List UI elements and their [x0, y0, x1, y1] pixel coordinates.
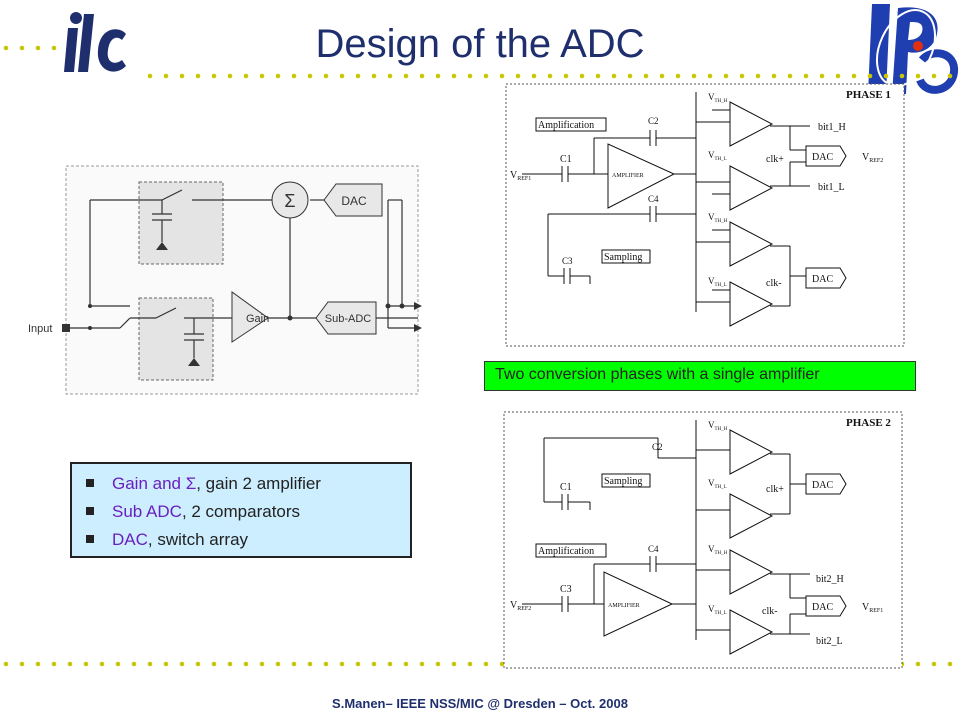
phase1-sampling-tag	[601, 249, 651, 264]
phase1-c3-label: C3	[562, 256, 573, 266]
sampling-cap-block-top	[138, 181, 224, 265]
sampling-cap-block-bottom	[138, 297, 214, 381]
component-summary-box: Gain and Σ, gain 2 amplifier Sub ADC, 2 …	[70, 462, 412, 558]
phase1-amplification-label: Amplification	[538, 120, 594, 131]
sum-node	[271, 181, 309, 219]
phases-caption: Two conversion phases with a single ampl…	[484, 361, 916, 391]
slide-title: Design of the ADC	[315, 22, 645, 66]
phase1-schematic: PHASE 1	[505, 83, 905, 347]
phase2-dac-top	[805, 473, 847, 495]
phase2-dac-bottom	[805, 595, 847, 617]
phase1-bit-h: bit1_H	[818, 122, 846, 133]
phase2-clk-plus: clk+	[766, 484, 784, 495]
gain-label: Gain	[246, 313, 269, 325]
subadc-block	[315, 301, 377, 335]
phase2-bit-h: bit2_H	[816, 574, 844, 585]
sum-symbol: Σ	[284, 191, 295, 211]
phase2-clk-minus: clk-	[762, 606, 778, 617]
phase1-sampling-label: Sampling	[604, 252, 642, 263]
phase2-sampling-tag	[601, 473, 651, 488]
phase1-bit-l: bit1_L	[818, 182, 845, 193]
ilc-logo	[64, 12, 126, 72]
bullet-item: Gain and Σ, gain 2 amplifier	[86, 470, 410, 498]
phase1-clk-minus: clk-	[766, 278, 782, 289]
phase1-dac-top	[805, 145, 847, 167]
adc-block-diagram: Σ DAC Gain Sub-ADC Input b1 b2	[28, 165, 422, 395]
phase1-main-amplifier	[607, 143, 676, 209]
bullet-marker	[86, 506, 94, 515]
phase2-bit-l: bit2_L	[816, 636, 843, 647]
gain-amplifier	[231, 291, 269, 343]
phase1-dac-bottom-label: DAC	[812, 274, 833, 285]
phase1-vref-right: VREF2	[862, 152, 883, 164]
phase1-c4-label: C4	[648, 194, 659, 204]
bullet-marker	[86, 478, 94, 487]
phase1-c2-label: C2	[648, 116, 659, 126]
phase2-vref-right: VREF1	[862, 602, 883, 614]
phase1-dac-bottom	[805, 267, 847, 289]
bullet-item: Sub ADC, 2 comparators	[86, 498, 410, 526]
phase2-vref-left: VREF2	[510, 600, 531, 612]
phase2-vth-l-1: VTH_L	[708, 478, 727, 490]
phase1-vth-l-2: VTH_L	[708, 276, 727, 288]
subadc-label: Sub-ADC	[325, 313, 372, 325]
lpc-logo	[862, 0, 960, 98]
dac-label: DAC	[341, 194, 367, 208]
phase1-vref-left: VREF1	[510, 170, 531, 182]
phase1-label: PHASE 1	[846, 89, 891, 101]
phase2-dac-top-label: DAC	[812, 480, 833, 491]
phase2-comp-1	[729, 429, 774, 475]
phase2-schematic: PHASE 2 C2 C1 C4	[503, 411, 903, 669]
slide-footer: S.Manen– IEEE NSS/MIC @ Dresden – Oct. 2…	[332, 696, 628, 711]
phase1-c1-label: C1	[560, 154, 572, 165]
phase1-vth-l-1: VTH_L	[708, 150, 727, 162]
phase1-dac-top-label: DAC	[812, 152, 833, 163]
phase2-vth-l-2: VTH_L	[708, 604, 727, 616]
phase2-amplification-tag	[535, 543, 607, 558]
phase2-c1-label: C1	[560, 482, 572, 493]
phase2-amplification-label: Amplification	[538, 546, 594, 557]
phase1-comp-4	[729, 281, 774, 327]
phase2-sampling-label: Sampling	[604, 476, 642, 487]
phase1-comp-l	[729, 165, 774, 211]
phase1-vth-h-1: VTH_H	[708, 92, 728, 104]
bullet-item: DAC, switch array	[86, 526, 410, 554]
phase2-c4-label: C4	[648, 544, 659, 554]
phase1-amplification-tag	[535, 117, 607, 132]
dac-block	[323, 183, 383, 217]
phase2-amplifier-label: AMPLIFIER	[608, 603, 640, 609]
phase2-dac-bottom-label: DAC	[812, 602, 833, 613]
phase2-vth-h-2: VTH_H	[708, 544, 728, 556]
phase2-comp-2	[729, 493, 774, 539]
phase1-clk-plus: clk+	[766, 154, 784, 165]
phase2-comp-h	[729, 549, 774, 595]
phase1-comp-h	[729, 101, 774, 147]
input-label: Input	[28, 323, 52, 335]
decorative-dots-top	[3, 45, 953, 79]
phase2-c2-label: C2	[652, 442, 663, 452]
phase2-comp-l	[729, 609, 774, 655]
phase1-comp-3	[729, 221, 774, 267]
phase1-vth-h-2: VTH_H	[708, 212, 728, 224]
phase2-vth-h-1: VTH_H	[708, 420, 728, 432]
phase2-c3-label: C3	[560, 584, 572, 595]
bullet-marker	[86, 534, 94, 543]
phase1-amplifier-label: AMPLIFIER	[612, 173, 644, 179]
phase2-label: PHASE 2	[846, 417, 891, 429]
phase2-main-amplifier	[603, 571, 674, 637]
